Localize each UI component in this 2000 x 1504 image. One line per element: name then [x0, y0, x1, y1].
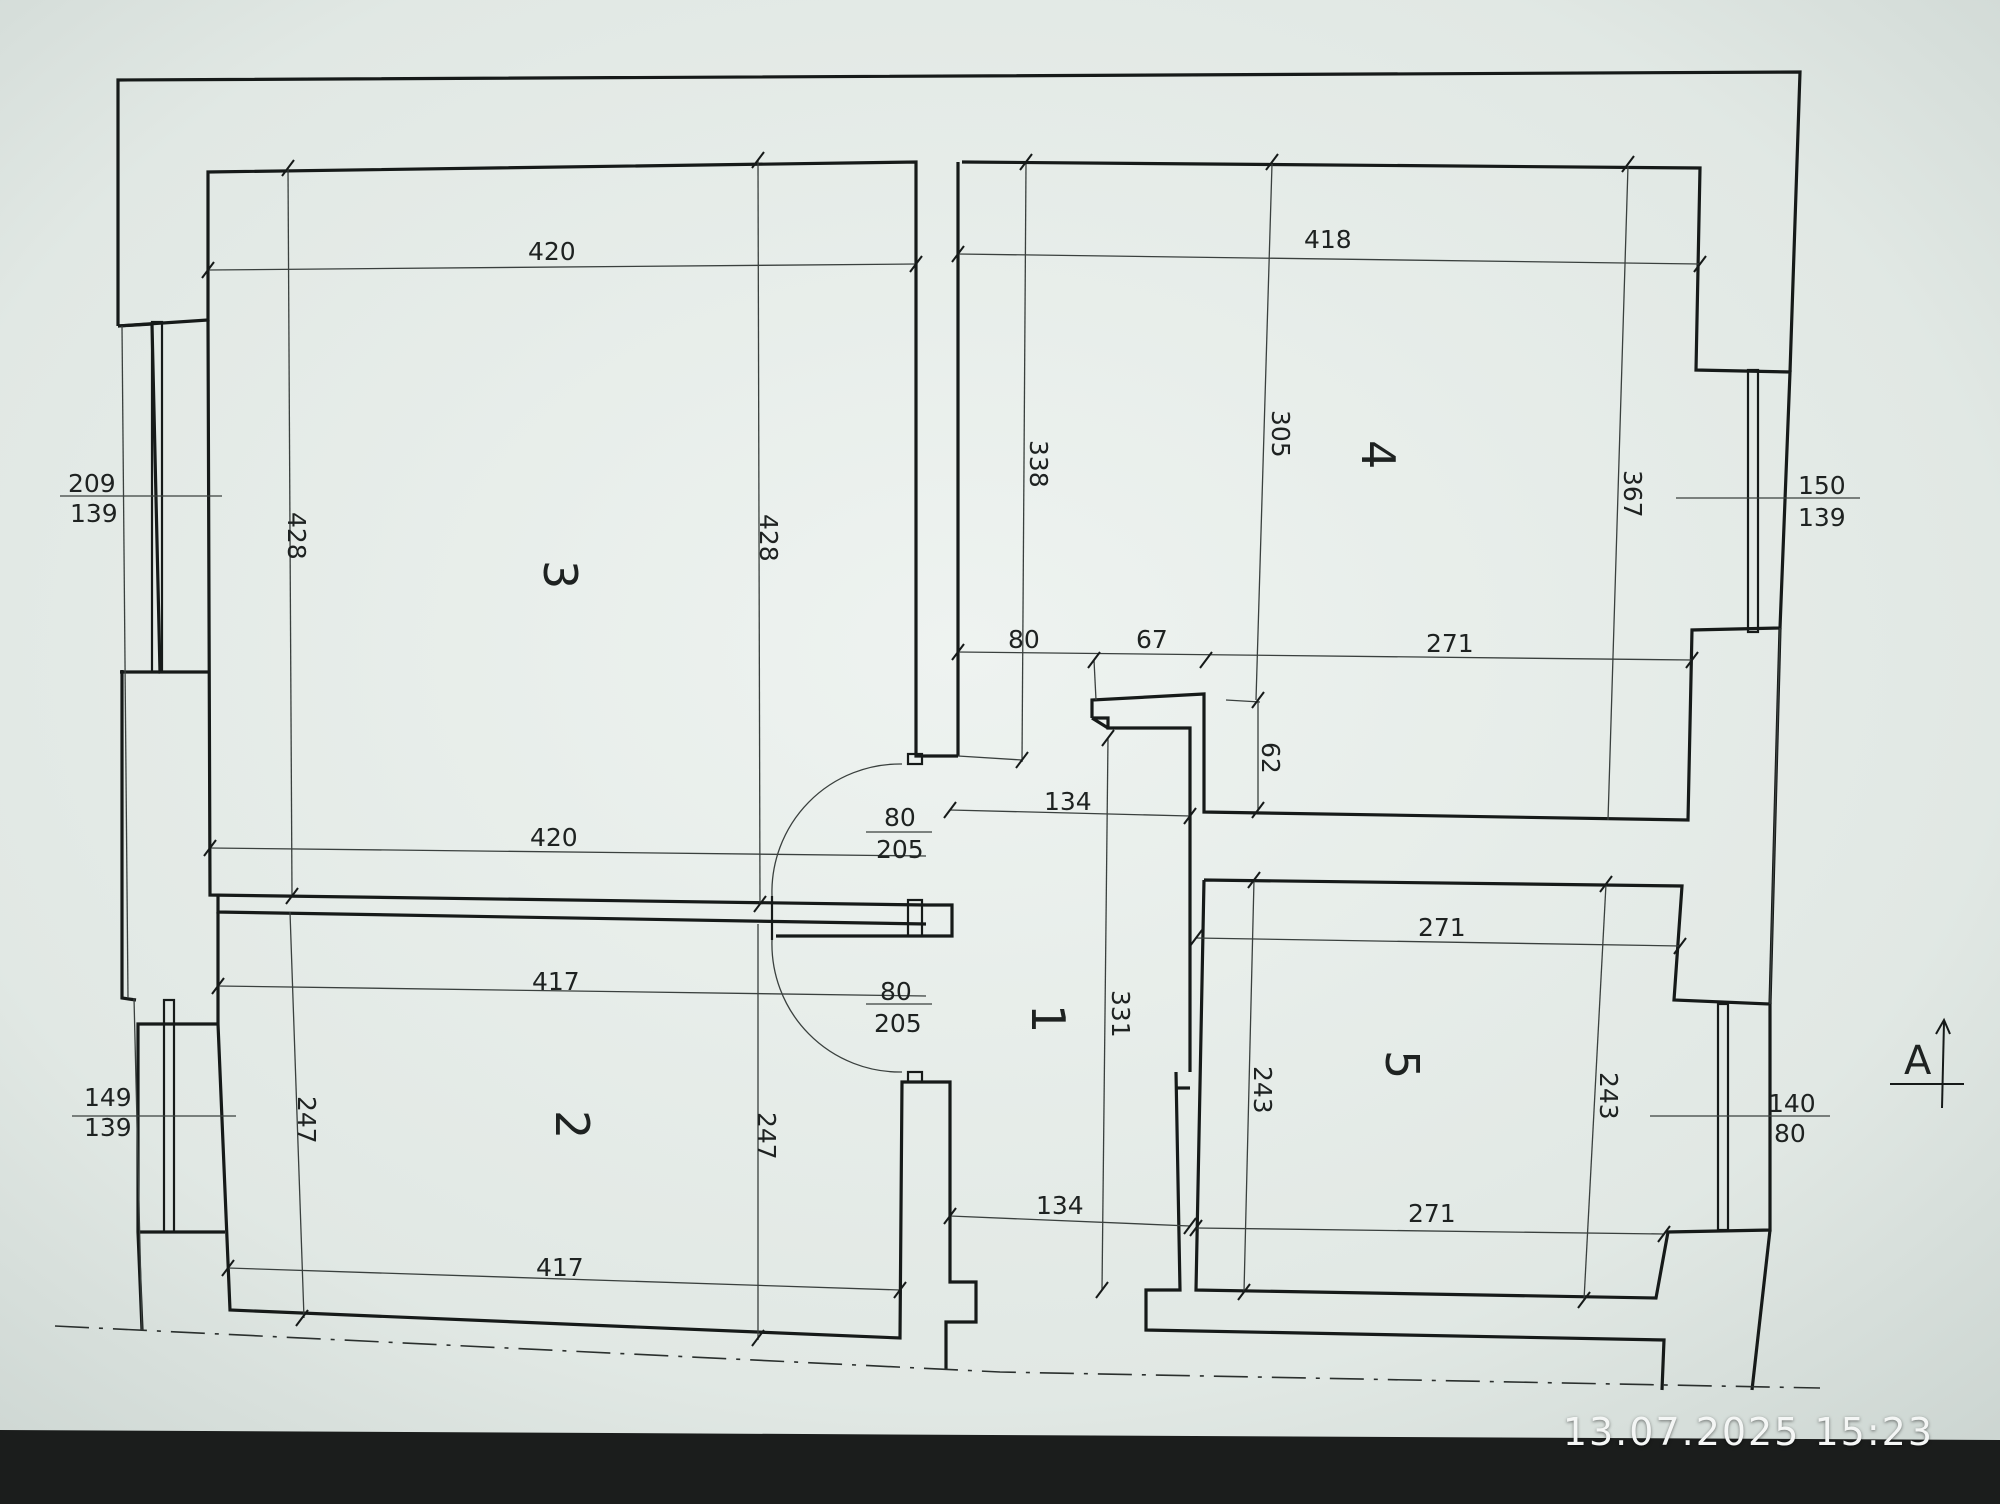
section-marker: A: [1890, 1017, 1964, 1109]
room-numbers: 3 2 1 4 5: [533, 440, 1429, 1139]
dim-room2-bottom: 417: [536, 1253, 584, 1282]
dim-room4-w1: 80: [1008, 625, 1040, 654]
dim-room3-right: 428: [754, 514, 783, 562]
dim-window-right-lower-width: 140: [1768, 1089, 1816, 1118]
dim-window-right-lower-height: 80: [1774, 1119, 1806, 1148]
dim-window-right-upper-width: 150: [1798, 471, 1846, 500]
dim-door-lower-width: 80: [880, 977, 912, 1006]
dim-door-upper-width: 80: [884, 803, 916, 832]
dim-room5-left: 243: [1248, 1066, 1277, 1114]
room-number-5: 5: [1375, 1050, 1429, 1079]
window-room3: [150, 320, 164, 674]
window-room4: [1746, 368, 1760, 634]
dim-room3-bottom: 420: [530, 823, 578, 852]
dim-room4-h3: 367: [1618, 470, 1647, 518]
dim-door-lower-height: 205: [874, 1009, 922, 1038]
dim-window-left-lower-height: 139: [84, 1113, 132, 1142]
dim-window-left-lower-width: 149: [84, 1083, 132, 1112]
dim-room4-w2: 67: [1136, 625, 1168, 654]
dim-room2-right: 247: [752, 1112, 781, 1160]
dim-hall-bottom: 134: [1036, 1191, 1084, 1220]
dimension-ticks: [201, 151, 1707, 1347]
dim-room4-top: 418: [1304, 225, 1352, 254]
dim-room4-step: 62: [1256, 742, 1285, 774]
section-mark-label: A: [1904, 1038, 1932, 1084]
dimension-lines: [60, 159, 1860, 1340]
dim-room2-top: 417: [532, 967, 580, 996]
door-swing-room3: [771, 763, 903, 897]
dim-door-upper-height: 205: [876, 835, 924, 864]
dim-hall-height: 331: [1106, 990, 1135, 1038]
dim-room5-right: 243: [1594, 1072, 1623, 1120]
screen-background: [0, 0, 2000, 1440]
dim-room3-top: 420: [528, 237, 576, 266]
dim-room4-h1: 338: [1024, 440, 1053, 488]
dim-window-right-upper-height: 139: [1798, 503, 1846, 532]
dim-room2-left: 247: [292, 1096, 321, 1144]
dim-window-left-upper-height: 139: [70, 499, 118, 528]
room-number-2: 2: [545, 1110, 599, 1139]
dim-room3-left: 428: [282, 512, 311, 560]
doors: [770, 752, 924, 1084]
section-line: [54, 1325, 1821, 1389]
dimension-labels: 420 420 428 428 417 417 247 247 418 338 …: [68, 225, 1846, 1282]
window-room5: [1716, 1002, 1730, 1232]
dim-hall-top: 134: [1044, 787, 1092, 816]
dim-room5-top: 271: [1418, 913, 1466, 942]
door-swing-room2: [771, 939, 903, 1073]
room-number-3: 3: [533, 560, 587, 589]
dim-room4-w3: 271: [1426, 629, 1474, 658]
room-number-4: 4: [1351, 440, 1405, 469]
dim-room5-bottom: 271: [1408, 1199, 1456, 1228]
photo-timestamp: 13.07.2025 15:23: [1562, 1410, 1934, 1454]
room-number-1: 1: [1021, 1004, 1075, 1033]
dim-window-left-upper-width: 209: [68, 469, 116, 498]
dim-room4-h2: 305: [1266, 410, 1295, 458]
